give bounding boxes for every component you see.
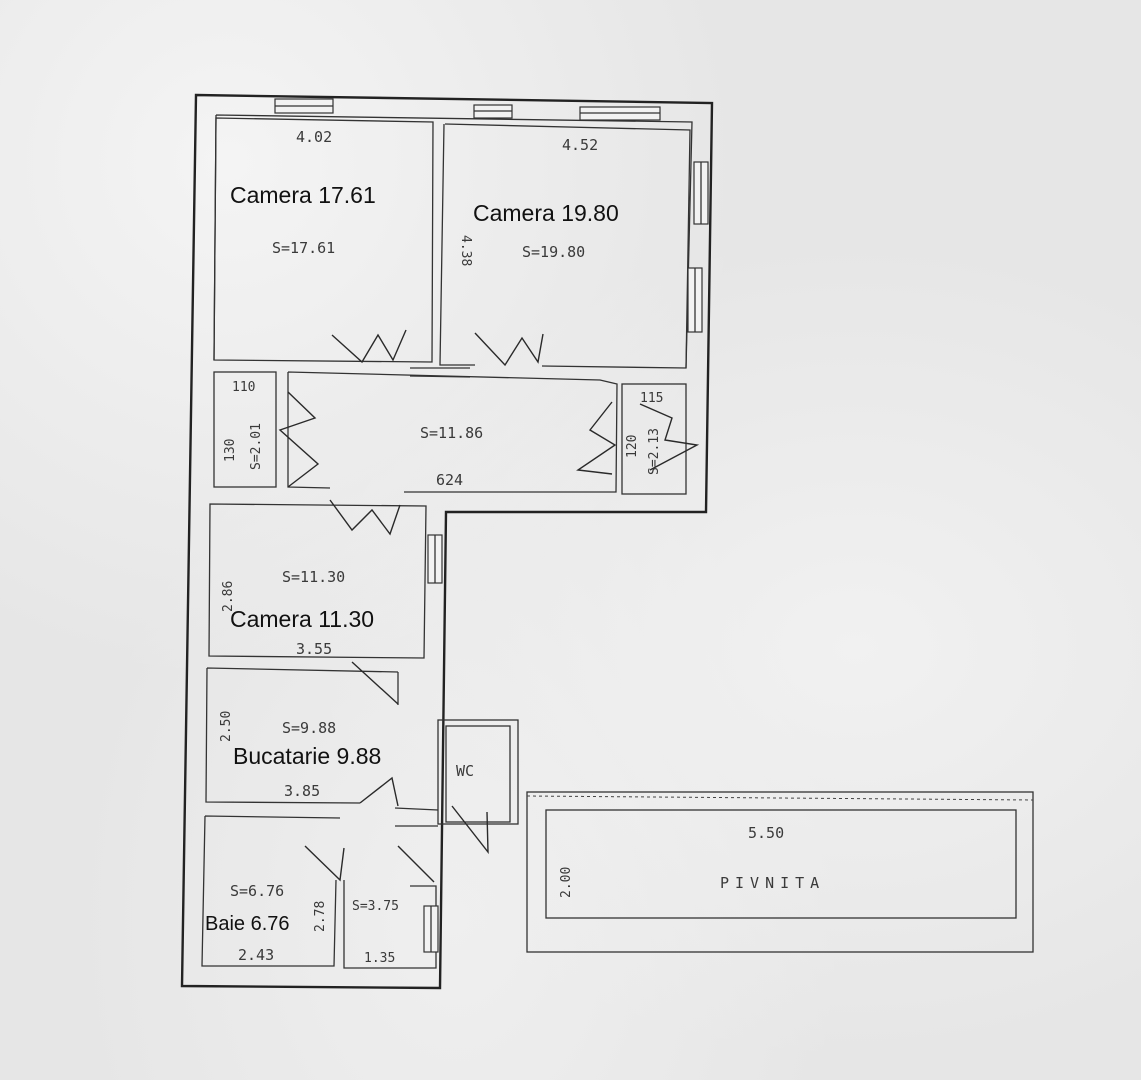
bath-area: S=6.76	[230, 882, 284, 900]
bath-side: 2.78	[313, 901, 328, 932]
door-bath	[304, 845, 345, 882]
area-room2: S=19.80	[522, 243, 585, 261]
cellar-inner	[545, 809, 1017, 919]
closet-left-top: 110	[232, 380, 255, 395]
closet-right-wall	[621, 383, 687, 495]
storage-area: S=3.75	[352, 899, 399, 914]
door-closet-right-b	[639, 403, 700, 471]
cellar-name: PIVNITA	[720, 874, 825, 892]
cellar-length: 5.50	[748, 824, 784, 842]
room-camera-3-wall	[208, 503, 427, 659]
room-kitchen-wall	[205, 667, 399, 804]
door-room3	[329, 499, 401, 536]
door-closet-left	[278, 391, 320, 488]
corridor-lines	[394, 807, 439, 827]
door-room3-exit	[351, 661, 399, 705]
label-camera-2: Camera 19.80	[473, 200, 619, 226]
cellar-outer	[526, 791, 1034, 953]
kitchen-area: S=9.88	[282, 719, 336, 737]
door-storage	[397, 845, 435, 883]
dim-room2-side: 4.38	[458, 235, 473, 266]
room-storage-wall	[343, 880, 437, 969]
label-camera-1: Camera 17.61	[230, 182, 376, 208]
label-bucatarie: Bucatarie 9.88	[233, 743, 381, 769]
kitchen-side: 2.50	[219, 711, 234, 742]
storage-bottom: 1.35	[364, 951, 395, 966]
room-wc-wall	[445, 725, 511, 823]
dim-top-left: 4.02	[296, 128, 332, 146]
label-camera-3: Camera 11.30	[230, 606, 374, 632]
kitchen-bottom: 3.85	[284, 782, 320, 800]
door-room2	[474, 332, 544, 367]
room-wc-outer	[437, 719, 519, 825]
hall-area: S=11.86	[420, 424, 483, 442]
dim-top-right: 4.52	[562, 136, 598, 154]
closet-right-side: 120	[625, 435, 640, 458]
closet-right-top: 115	[640, 391, 663, 406]
room3-side: 2.86	[221, 581, 236, 612]
label-baie: Baie 6.76	[205, 913, 290, 935]
room3-area: S=11.30	[282, 568, 345, 586]
closet-left-side: 130	[223, 439, 238, 462]
room3-bottom: 3.55	[296, 640, 332, 658]
room-camera-1-wall	[213, 117, 434, 363]
room-bath-wall	[201, 815, 341, 967]
wc-label: WC	[456, 762, 474, 780]
bath-bottom: 2.43	[238, 946, 274, 964]
hall-threshold-2	[409, 375, 471, 378]
hall-length: 624	[436, 471, 463, 489]
room-camera-2-wall	[439, 123, 691, 369]
outer-wall	[180, 93, 714, 990]
cellar-side: 2.00	[559, 867, 574, 898]
door-wc	[451, 805, 489, 855]
door-closet-right	[576, 401, 617, 475]
closet-left-area: S=2.01	[249, 423, 264, 470]
door-kitchen	[359, 776, 399, 807]
door-room1	[331, 329, 407, 364]
closet-left-wall	[213, 371, 277, 488]
closet-right-area: S=2.13	[647, 428, 662, 475]
area-room1: S=17.61	[272, 239, 335, 257]
